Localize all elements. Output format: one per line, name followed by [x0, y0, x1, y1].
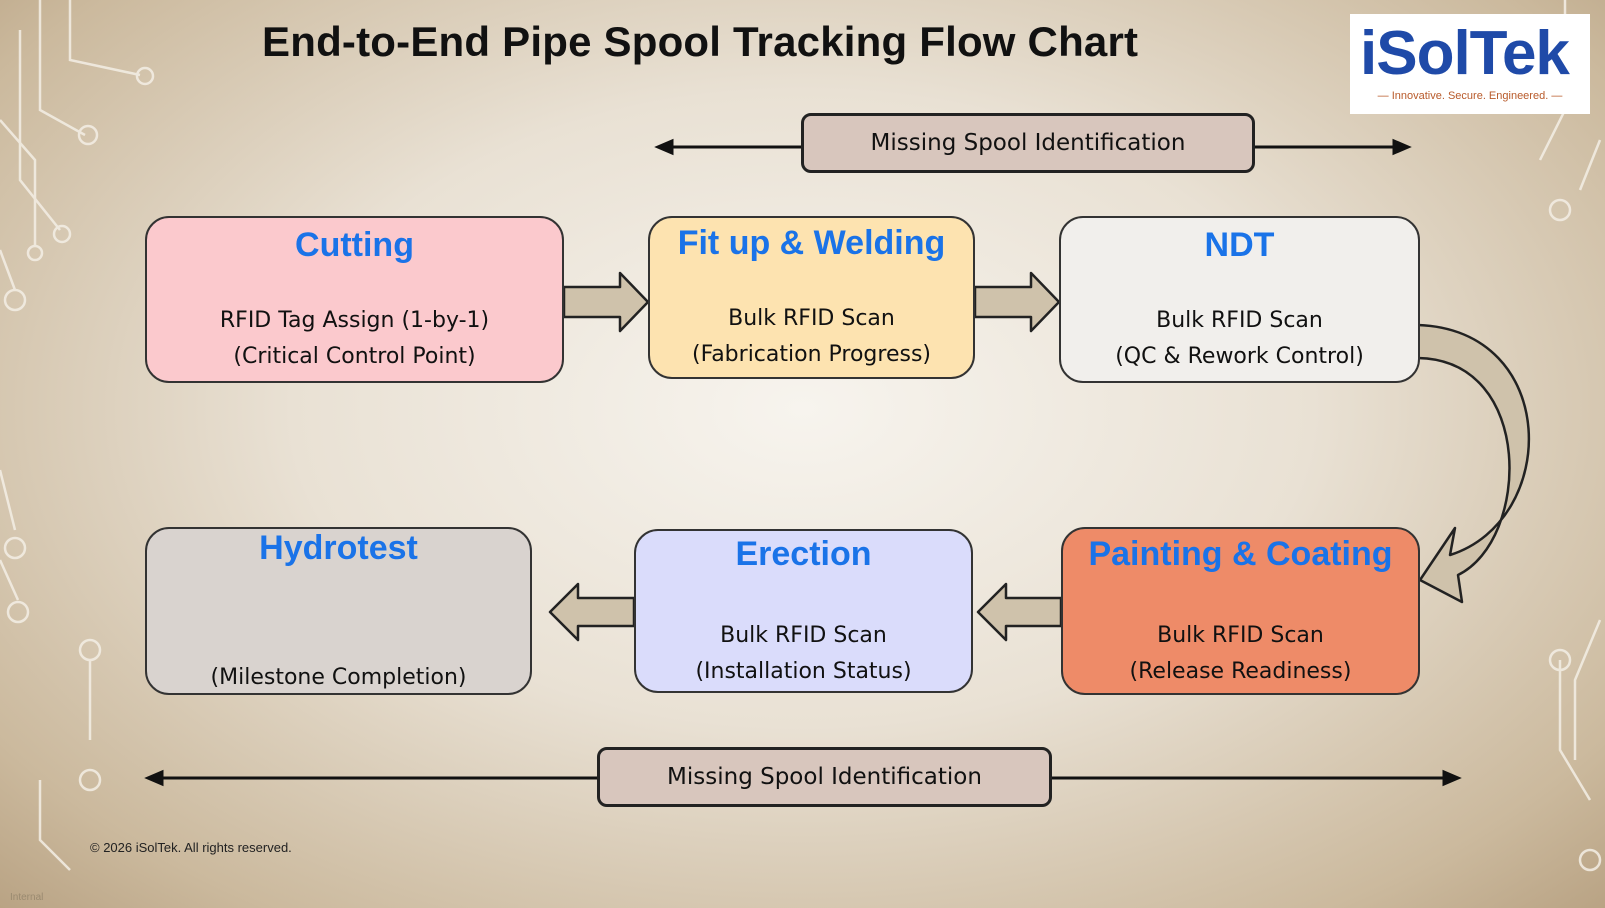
- step-cutting-line2: (Critical Control Point): [233, 344, 476, 369]
- arrow-fitup-to-ndt: [973, 271, 1061, 333]
- step-ndt: NDT Bulk RFID Scan (QC & Rework Control): [1059, 216, 1420, 383]
- step-hydrotest: Hydrotest (Milestone Completion): [145, 527, 532, 695]
- arrow-painting-to-erection: [976, 582, 1063, 642]
- top-arrowhead-right: [1392, 138, 1412, 156]
- step-painting-title: Painting & Coating: [1088, 535, 1393, 573]
- step-fitup-welding: Fit up & Welding Bulk RFID Scan (Fabrica…: [648, 216, 975, 379]
- step-ndt-title: NDT: [1204, 226, 1275, 264]
- bottom-arrowhead-right: [1442, 769, 1462, 787]
- step-fitup-line1: Bulk RFID Scan: [728, 306, 895, 331]
- step-erection-line1: Bulk RFID Scan: [720, 623, 887, 648]
- step-erection-line2: (Installation Status): [695, 659, 912, 684]
- logo-tagline: — Innovative. Secure. Engineered. —: [1377, 90, 1563, 102]
- step-ndt-line1: Bulk RFID Scan: [1156, 308, 1323, 333]
- step-painting-line2: (Release Readiness): [1129, 659, 1352, 684]
- step-erection: Erection Bulk RFID Scan (Installation St…: [634, 529, 973, 693]
- arrow-cutting-to-fitup: [562, 271, 650, 333]
- logo-wordmark: iSolTek: [1360, 19, 1570, 88]
- step-cutting-line1: RFID Tag Assign (1-by-1): [219, 308, 490, 333]
- curved-arrow-ndt-to-painting: [1416, 323, 1531, 604]
- step-fitup-title: Fit up & Welding: [677, 224, 946, 262]
- bottom-arrowhead-left: [144, 769, 164, 787]
- step-cutting: Cutting RFID Tag Assign (1-by-1) (Critic…: [145, 216, 564, 383]
- copyright: © 2026 iSolTek. All rights reserved.: [90, 840, 292, 855]
- page-title: End-to-End Pipe Spool Tracking Flow Char…: [262, 18, 1139, 65]
- step-hydrotest-title: Hydrotest: [259, 529, 418, 567]
- step-erection-title: Erection: [735, 535, 872, 573]
- step-ndt-line2: (QC & Rework Control): [1115, 344, 1364, 369]
- isoltek-logo: iSolTek — Innovative. Secure. Engineered…: [1350, 14, 1590, 114]
- step-painting-line1: Bulk RFID Scan: [1157, 623, 1324, 648]
- step-painting-coating: Painting & Coating Bulk RFID Scan (Relea…: [1061, 527, 1420, 695]
- internal-label: Internal: [10, 892, 44, 903]
- step-cutting-title: Cutting: [295, 226, 414, 264]
- missing-spool-banner-bottom: Missing Spool Identification: [597, 747, 1052, 807]
- missing-spool-banner-top: Missing Spool Identification: [801, 113, 1255, 173]
- step-fitup-line2: (Fabrication Progress): [691, 342, 931, 367]
- arrow-erection-to-hydrotest: [548, 582, 636, 642]
- step-hydrotest-line2: (Milestone Completion): [210, 665, 467, 690]
- top-arrowhead-left: [654, 138, 674, 156]
